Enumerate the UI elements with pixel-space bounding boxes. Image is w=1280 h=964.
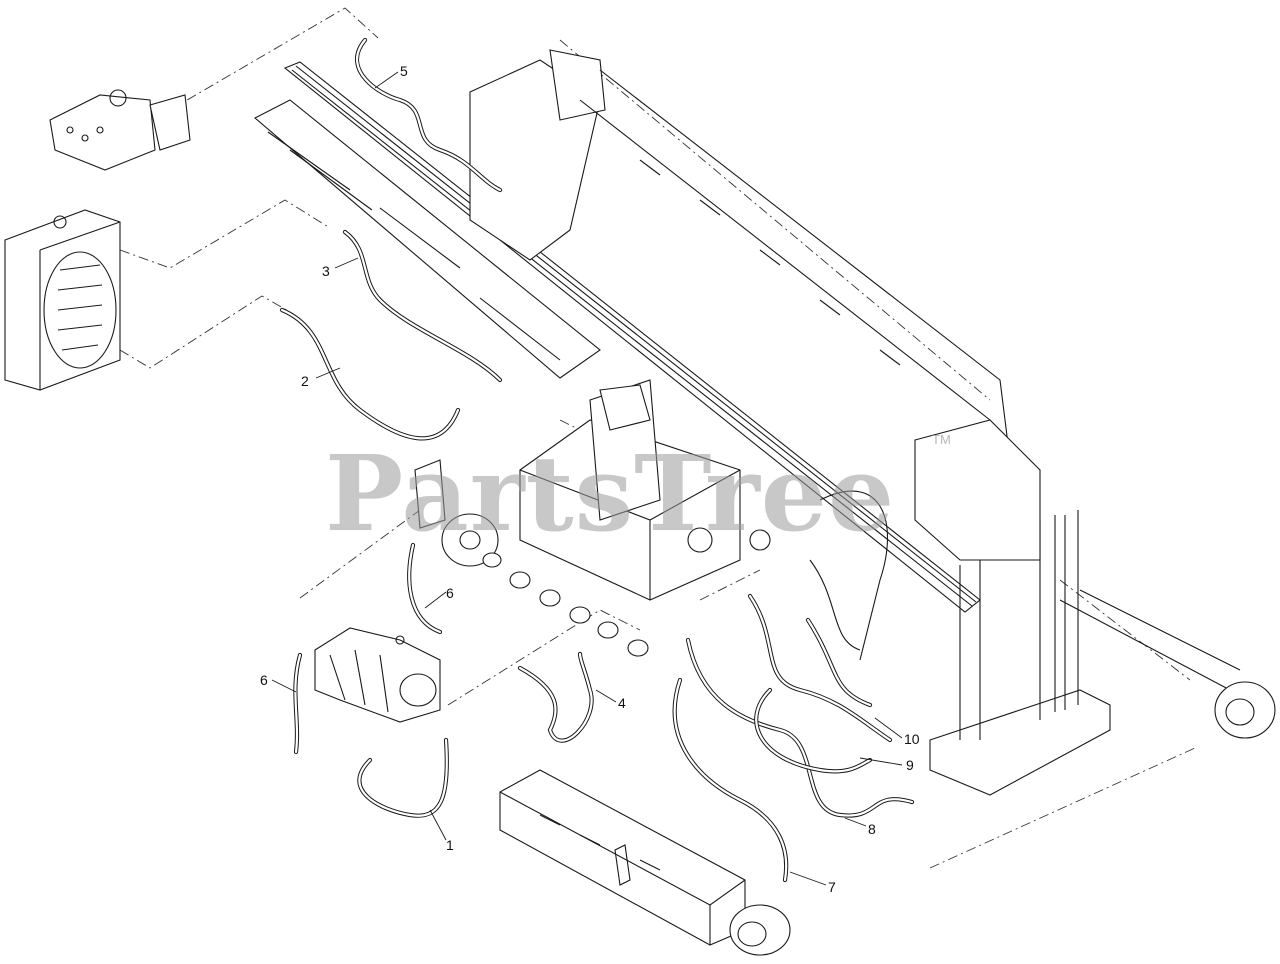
hose-10b (805, 617, 873, 708)
callout-3: 3 (322, 263, 330, 279)
oil-cooler-part (4, 209, 121, 391)
watermark: PartsTree TM (325, 432, 951, 555)
callout-5: 5 (400, 63, 408, 79)
fitting-manifold-row (482, 552, 649, 657)
callout-labels: 1 2 3 4 5 6 6 7 8 9 10 (260, 63, 920, 895)
track-frame-assembly (499, 769, 791, 956)
callout-9: 9 (906, 757, 914, 773)
vise-frame-assembly (809, 419, 1276, 796)
watermark-trademark: TM (932, 432, 951, 447)
control-valve-block (414, 379, 771, 601)
callout-8: 8 (868, 821, 876, 837)
hose-6-upper (407, 542, 443, 635)
callout-leaders (271, 71, 903, 886)
hose-10 (747, 593, 893, 743)
hoses (279, 37, 915, 883)
callout-7: 7 (828, 879, 836, 895)
hose-9 (754, 687, 873, 774)
pump-head-part (49, 89, 191, 171)
drill-rack-assembly (254, 61, 981, 613)
callout-6-lower: 6 (260, 672, 268, 688)
callout-2: 2 (301, 373, 309, 389)
hydraulic-pump-part (314, 627, 441, 723)
watermark-text: PartsTree (325, 432, 895, 555)
callout-4: 4 (618, 695, 626, 711)
callout-10: 10 (904, 731, 920, 747)
callout-1: 1 (446, 837, 454, 853)
assembly-dash-lines (119, 7, 1196, 869)
hose-1 (357, 737, 449, 818)
callout-6-upper: 6 (446, 585, 454, 601)
carriage-plates (469, 49, 1011, 461)
